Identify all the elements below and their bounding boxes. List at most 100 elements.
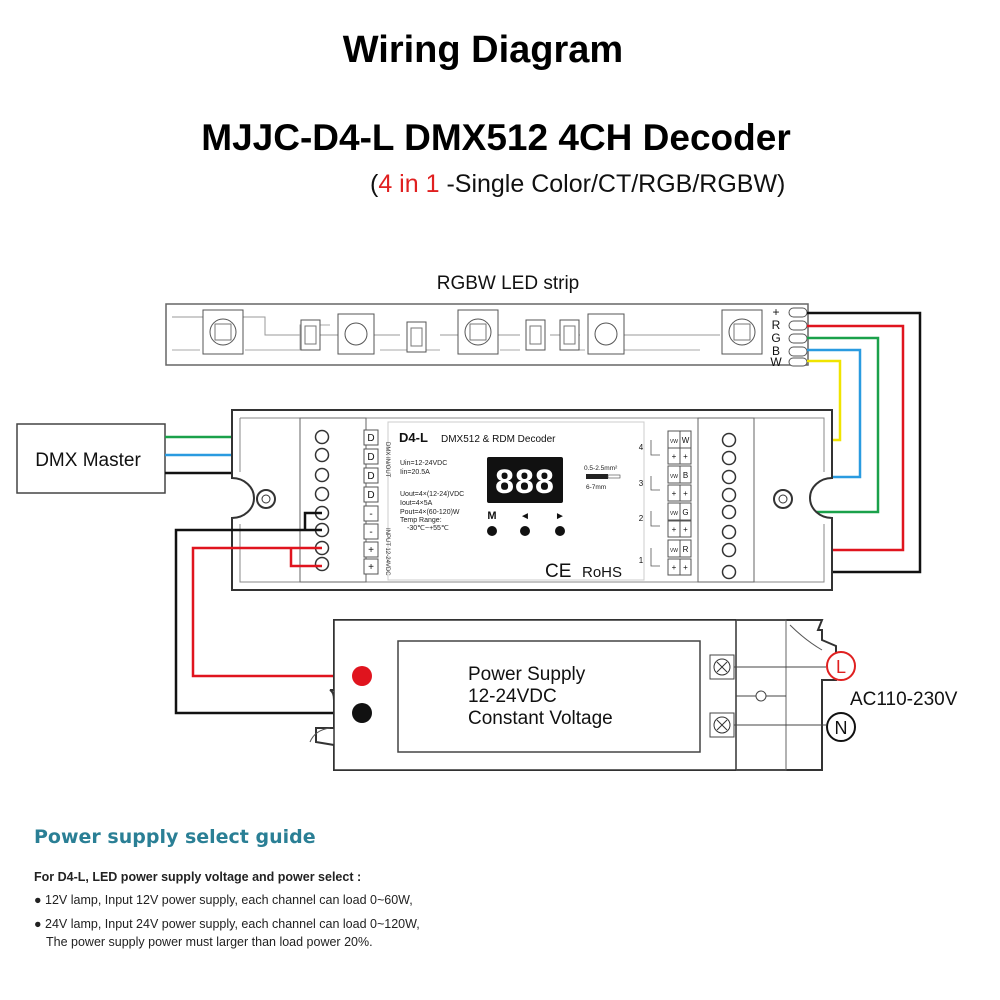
guide-line: The power supply power must larger than … <box>46 935 373 949</box>
product-subtitle: (4 in 1 -Single Color/CT/RGB/RGBW) <box>370 170 785 198</box>
guide-subtitle: For D4-L, LED power supply voltage and p… <box>34 870 362 884</box>
resistor-icon <box>559 319 580 351</box>
ce-mark: CE <box>545 561 571 582</box>
spec-text: Uin=12-24VDC Iin=20.5A Uout=4×(12-24)VDC… <box>400 460 464 532</box>
right-button[interactable] <box>555 526 565 536</box>
resistor-icon <box>525 319 546 351</box>
spec-line: Iin=20.5A <box>400 469 430 476</box>
right-terminals <box>721 432 737 580</box>
strip-terminal-b: B <box>772 344 780 358</box>
ac-n-symbol <box>826 712 856 742</box>
ac-l-symbol <box>826 651 856 681</box>
dmx-sign: D <box>367 452 374 463</box>
channel-common-sign: + <box>672 489 677 498</box>
dmx-sign: D <box>367 471 374 482</box>
dmx-master-label: DMX Master <box>35 450 141 471</box>
channel-color-w: W <box>682 436 690 445</box>
input-plus-sign: + <box>368 562 374 573</box>
button-m-label: M <box>487 510 496 522</box>
left-button[interactable] <box>520 526 530 536</box>
product-title: MJJC-D4-L DMX512 4CH Decoder <box>201 117 790 158</box>
channel-vw: VW <box>670 439 678 445</box>
subtitle-prefix: ( <box>370 170 379 198</box>
subtitle-rest: -Single Color/CT/RGB/RGBW) <box>440 170 786 198</box>
channel-common-sign: + <box>672 452 677 461</box>
strip-terminal-w: W <box>770 355 782 369</box>
led-display: 888 <box>487 457 563 503</box>
rohs-mark: RoHS <box>582 564 622 581</box>
input-minus-sign: - <box>369 509 372 520</box>
strip-terminal-g: G <box>771 331 780 345</box>
input-minus-sign: - <box>369 527 372 538</box>
spec-line: Uin=12-24VDC <box>400 460 447 467</box>
dmx-sign: D <box>367 433 374 444</box>
ac-l-label: L <box>836 657 846 677</box>
strip-terminal-r: R <box>772 318 781 332</box>
channel-common-sign: + <box>672 563 677 572</box>
dmx-sign: D <box>367 490 374 501</box>
subtitle-highlight: 4 in 1 <box>378 170 439 198</box>
input-port-label: INPUT 12-24VDC <box>384 528 390 576</box>
screw-terminal-l-icon <box>709 654 735 680</box>
channel-number: 3 <box>639 479 644 488</box>
strip-terminal-plus: + <box>772 305 779 319</box>
power-supply-guide: Power supply select guide For D4-L, LED … <box>34 826 934 959</box>
decoder-model: D4-L <box>399 430 428 445</box>
channel-common-sign: + <box>683 489 688 498</box>
led-strip: + R G B W <box>165 303 809 369</box>
channel-number: 1 <box>639 556 644 565</box>
resistor-icon <box>300 319 321 351</box>
channel-common-sign: + <box>683 563 688 572</box>
page-title: Wiring Diagram <box>343 29 623 71</box>
channel-color-b: B <box>683 471 688 480</box>
ac-voltage-label: AC110-230V <box>850 689 958 710</box>
led-chip-icon <box>457 309 499 355</box>
ac-n-label: N <box>835 718 848 738</box>
spec-line: Uout=4×(12-24)VDC <box>400 491 464 498</box>
decoder-name: DMX512 & RDM Decoder <box>441 434 556 445</box>
psu-positive-terminal <box>352 666 372 686</box>
channel-vw: VW <box>670 474 678 480</box>
channel-color-g: G <box>682 508 688 517</box>
guide-line: ● 24V lamp, Input 24V power supply, each… <box>34 917 420 931</box>
strip-terminal-labels: + R G B W <box>770 305 782 369</box>
channel-common-sign: + <box>683 525 688 534</box>
wire-strip-note: 0.5-2.5mm² 6-7mm <box>584 465 621 491</box>
dmx-port-label: DMX IN/OUT <box>384 442 390 478</box>
psu-negative-terminal <box>352 703 372 723</box>
channel-common-sign: + <box>672 525 677 534</box>
channel-vw: VW <box>670 548 678 554</box>
guide-title: Power supply select guide <box>34 826 316 848</box>
guide-line: ● 12V lamp, Input 12V power supply, each… <box>34 893 413 907</box>
psu-line2: 12-24VDC <box>468 686 557 707</box>
channel-color-r: R <box>683 545 689 554</box>
power-wires <box>174 511 362 715</box>
button-right-label: ► <box>555 511 565 522</box>
channel-vw: VW <box>670 511 678 517</box>
channel-common-sign: + <box>683 452 688 461</box>
led-chip-icon <box>202 309 244 355</box>
left-terminal-signs: D D D D - - + + <box>363 429 379 575</box>
mode-button[interactable] <box>487 526 497 536</box>
screw-terminal-n-icon <box>709 712 735 738</box>
decoder: D D D D - - + + DMX IN/OUT INPUT 12-24VD… <box>231 409 833 591</box>
dmx-master: DMX Master <box>16 423 166 494</box>
display-digits: 888 <box>495 463 555 501</box>
resistor-icon <box>406 321 427 353</box>
wire-power-red <box>191 546 362 678</box>
wire-gauge-text: 0.5-2.5mm² <box>584 465 618 472</box>
psu-line1: Power Supply <box>468 664 586 685</box>
led-strip-label: RGBW LED strip <box>437 273 580 294</box>
led-chip-icon <box>721 309 763 355</box>
psu-line3: Constant Voltage <box>468 708 613 729</box>
channel-labels: 4 3 2 1 VW + VW + VW + VW + W + B + G + … <box>639 430 692 576</box>
spec-line: Temp Range: <box>400 517 442 524</box>
strip-length-text: 6-7mm <box>586 484 606 491</box>
wire-power-black <box>174 511 362 715</box>
led-chip-icon <box>337 313 375 355</box>
input-plus-sign: + <box>368 545 374 556</box>
button-left-label: ◄ <box>520 511 530 522</box>
decoder-buttons: M ◄ ► <box>487 510 565 536</box>
channel-number: 2 <box>639 514 644 523</box>
